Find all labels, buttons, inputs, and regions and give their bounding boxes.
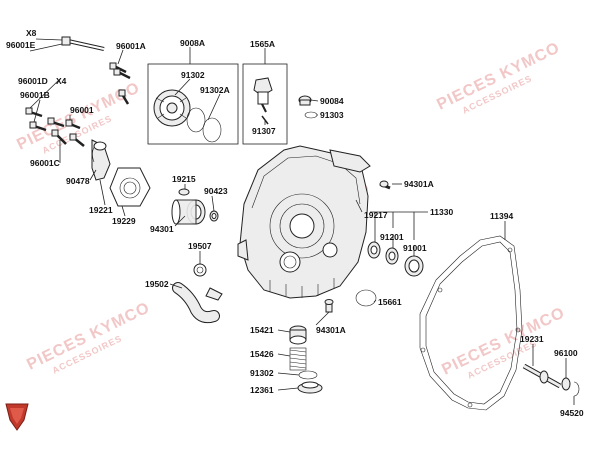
label-91307: 91307 [252, 126, 276, 136]
part-water-pump-impeller [153, 89, 191, 127]
watermark-text-9: PIECES KYMCO [439, 304, 568, 378]
part-seal-96100 [561, 377, 571, 391]
label-91001: 91001 [403, 243, 427, 253]
label-94301A-top: 94301A [404, 179, 434, 189]
part-nut-90423 [209, 210, 219, 222]
label-96001A: 96001A [116, 41, 146, 51]
part-circlip-94520 [573, 381, 580, 397]
label-91302A: 91302A [200, 85, 230, 95]
label-19507: 19507 [188, 241, 212, 251]
label-19229: 19229 [112, 216, 136, 226]
part-seal-91201 [385, 247, 399, 265]
label-1565A: 1565A [250, 39, 275, 49]
label-96001: 96001 [70, 105, 94, 115]
part-shaft [522, 363, 562, 389]
label-15421: 15421 [250, 325, 274, 335]
part-bearing-19215 [171, 188, 206, 225]
label-94301A-bottom: 94301A [316, 325, 346, 335]
label-91201: 91201 [380, 232, 404, 242]
part-hose-clamp [193, 263, 207, 277]
label-91302-top: 91302 [181, 70, 205, 80]
label-19231: 19231 [520, 334, 544, 344]
label-11330: 11330 [430, 207, 453, 217]
label-19502: 19502 [145, 279, 169, 289]
label-15426: 15426 [250, 349, 274, 359]
label-96001E: 96001E [6, 40, 36, 50]
label-x4: X4 [56, 76, 67, 86]
part-bolts-96001A [109, 62, 131, 105]
part-o-ring-91302 [298, 370, 318, 380]
watermark-bottom-right: PIECES KYMCO ACCESSOIRES [439, 304, 568, 380]
brand-logo [5, 403, 29, 431]
part-crankcase-cover [237, 145, 371, 299]
part-long-bolt [61, 36, 105, 51]
label-96001D: 96001D [18, 76, 48, 86]
part-strainer-cap [289, 325, 307, 345]
label-91303: 91303 [320, 110, 344, 120]
part-strainer-plug [297, 381, 323, 394]
label-90478: 90478 [66, 176, 90, 186]
part-seal-19217 [367, 241, 381, 259]
watermark-text-3: PIECES KYMCO [434, 39, 563, 113]
label-9008A: 9008A [180, 38, 205, 48]
part-water-pump-elbow [91, 139, 111, 181]
part-bolt-94301A-bottom [324, 299, 334, 313]
part-sensor [253, 77, 273, 125]
label-94301: 94301 [150, 224, 174, 234]
label-96001C: 96001C [30, 158, 60, 168]
part-bearing-91001 [404, 255, 424, 277]
label-96100: 96100 [554, 348, 578, 358]
label-94520: 94520 [560, 408, 584, 418]
group-box-9008A [147, 63, 239, 145]
label-11394: 11394 [490, 211, 513, 221]
part-cover-gasket [419, 235, 523, 411]
label-12361: 12361 [250, 385, 274, 395]
label-x8: X8 [26, 28, 37, 38]
label-96001B: 96001B [20, 90, 50, 100]
watermark-text-7: PIECES KYMCO [24, 299, 153, 373]
part-plug [298, 95, 318, 119]
label-19221: 19221 [89, 205, 113, 215]
part-pump-gasket [109, 167, 151, 207]
label-15661: 15661 [378, 297, 402, 307]
part-bolt-94301A-top [379, 180, 391, 190]
watermark-bottom-left: PIECES KYMCO ACCESSOIRES [24, 299, 153, 375]
leader-lines [29, 38, 575, 405]
part-o-ring-15661 [355, 289, 377, 307]
label-19217: 19217 [364, 210, 388, 220]
part-spring [289, 347, 307, 371]
part-bolts-left-group [25, 107, 85, 147]
label-90084: 90084 [320, 96, 344, 106]
watermark-top-right: PIECES KYMCO ACCESSOIRES [434, 39, 563, 115]
label-91302-bottom: 91302 [250, 368, 274, 378]
part-hose [172, 282, 223, 324]
label-19215: 19215 [172, 174, 196, 184]
part-labels: X8 96001E 96001A 9008A 1565A 96001D X4 9… [6, 28, 584, 418]
part-seal-rings [186, 107, 222, 143]
label-90423: 90423 [204, 186, 228, 196]
